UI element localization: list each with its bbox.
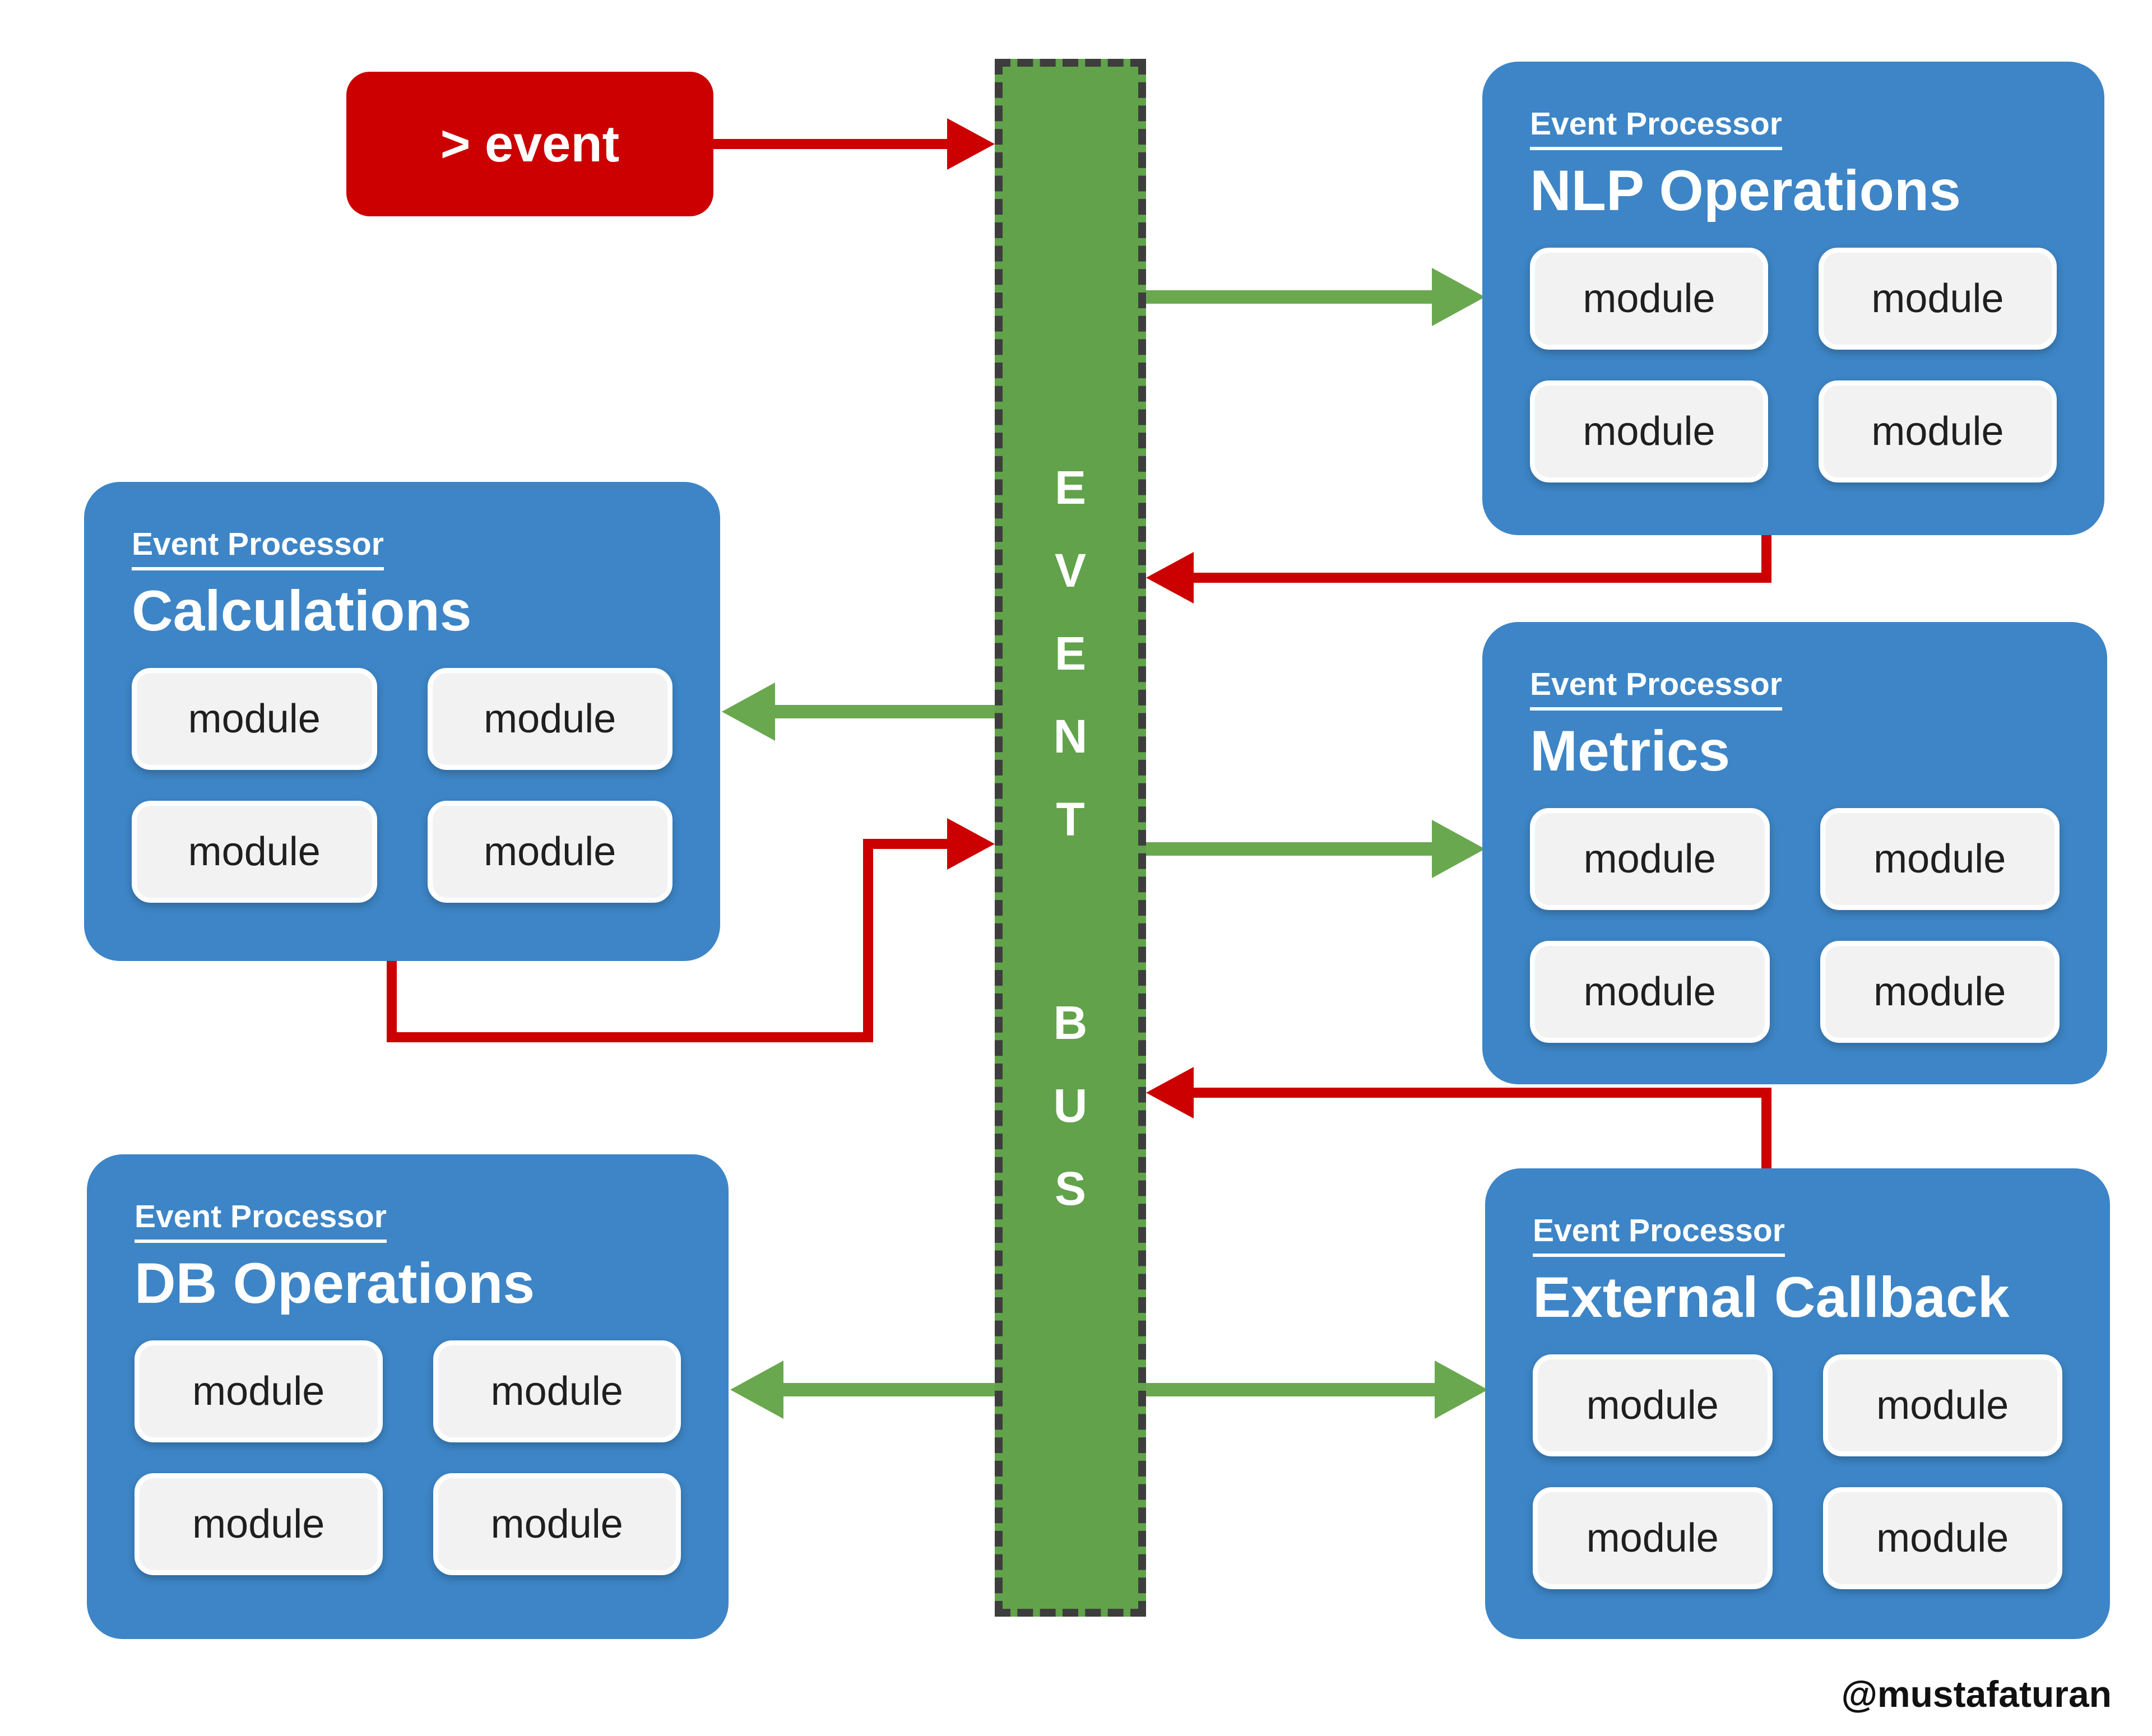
arrow-elbow-segment [863, 839, 873, 1042]
arrow-head [1146, 1067, 1194, 1118]
module-chip: module [1530, 808, 1770, 910]
arrow-shaft [773, 705, 995, 718]
module-grid: module module module module [134, 1340, 681, 1575]
arrow-shaft [709, 139, 956, 149]
module-chip: module [427, 801, 672, 903]
event-processor-label: Event Processor [1530, 666, 1782, 711]
module-chip: module [427, 668, 672, 770]
module-chip: module [134, 1473, 383, 1575]
arrow-head [1432, 820, 1485, 878]
processor-title: Metrics [1530, 719, 1731, 783]
module-chip: module [1530, 248, 1768, 350]
module-grid: module module module module [1530, 808, 2060, 1043]
module-chip: module [1822, 1354, 2062, 1456]
arrow-shaft [1146, 290, 1435, 304]
arrow-head [947, 818, 995, 870]
arrow-head [947, 118, 995, 170]
event-processor-label: Event Processor [134, 1198, 387, 1243]
event-processor-label: Event Processor [132, 526, 384, 570]
arrow-elbow-segment [1761, 533, 1771, 583]
module-grid: module module module module [1530, 248, 2057, 482]
event-box: > event [346, 72, 713, 216]
processor-title: NLP Operations [1530, 159, 1961, 222]
arrow-head [730, 1361, 783, 1419]
event-bus: E V E N T B U S [995, 59, 1146, 1617]
arrow-elbow-segment [387, 1032, 873, 1042]
event-processor-label: Event Processor [1530, 105, 1782, 150]
processor-external-callback: Event Processor External Callback module… [1485, 1168, 2110, 1639]
module-chip: module [1822, 1487, 2062, 1589]
arrow-elbow-segment [387, 960, 397, 1042]
module-chip: module [1819, 380, 2057, 482]
processor-calculations: Event Processor Calculations module modu… [84, 482, 720, 961]
module-grid: module module module module [1533, 1354, 2062, 1589]
module-chip: module [433, 1473, 681, 1575]
processor-title: Calculations [132, 579, 472, 643]
bus-letter: B [1053, 996, 1088, 1049]
bus-letter: N [1053, 709, 1088, 763]
module-chip: module [1533, 1354, 1773, 1456]
bus-letter: S [1054, 1162, 1086, 1215]
arrow-head [1435, 1361, 1488, 1419]
bus-letter: U [1053, 1079, 1088, 1132]
arrow-head [1146, 552, 1194, 604]
event-bus-word-event: E V E N T [1054, 446, 1088, 861]
processor-title: External Callback [1533, 1265, 2010, 1329]
bus-letter: E [1054, 461, 1086, 514]
module-chip: module [132, 668, 377, 770]
arrow-shaft [1194, 573, 1771, 583]
processor-metrics: Event Processor Metrics module module mo… [1482, 622, 2107, 1084]
bus-letter: E [1054, 626, 1086, 680]
arrow-shaft [1194, 1088, 1771, 1098]
arrow-shaft [871, 839, 947, 849]
arrow-head [722, 683, 775, 741]
module-chip: module [433, 1340, 681, 1442]
arrow-shaft [782, 1383, 995, 1396]
arrow-shaft [1146, 1383, 1437, 1396]
module-chip: module [132, 801, 377, 903]
module-chip: module [1820, 808, 2060, 910]
processor-title: DB Operations [134, 1251, 535, 1315]
arrow-head [1432, 268, 1485, 326]
event-processor-label: Event Processor [1533, 1212, 1785, 1257]
bus-letter: T [1056, 792, 1085, 846]
arrow-shaft [1146, 842, 1435, 856]
module-chip: module [1533, 1487, 1773, 1589]
module-chip: module [1530, 380, 1768, 482]
arrow-elbow-segment [1761, 1093, 1771, 1170]
processor-db-operations: Event Processor DB Operations module mod… [87, 1154, 729, 1639]
event-bus-label: E V E N T B U S [1003, 67, 1138, 1609]
module-chip: module [1820, 941, 2060, 1043]
module-chip: module [1819, 248, 2057, 350]
attribution: @mustafaturan [1841, 1673, 2112, 1715]
module-grid: module module module module [132, 668, 672, 903]
event-bus-word-bus: B U S [1054, 981, 1088, 1230]
module-chip: module [1530, 941, 1770, 1043]
module-chip: module [134, 1340, 383, 1442]
processor-nlp-operations: Event Processor NLP Operations module mo… [1482, 62, 2104, 535]
event-box-label: > event [440, 115, 620, 173]
bus-letter: V [1054, 544, 1086, 597]
